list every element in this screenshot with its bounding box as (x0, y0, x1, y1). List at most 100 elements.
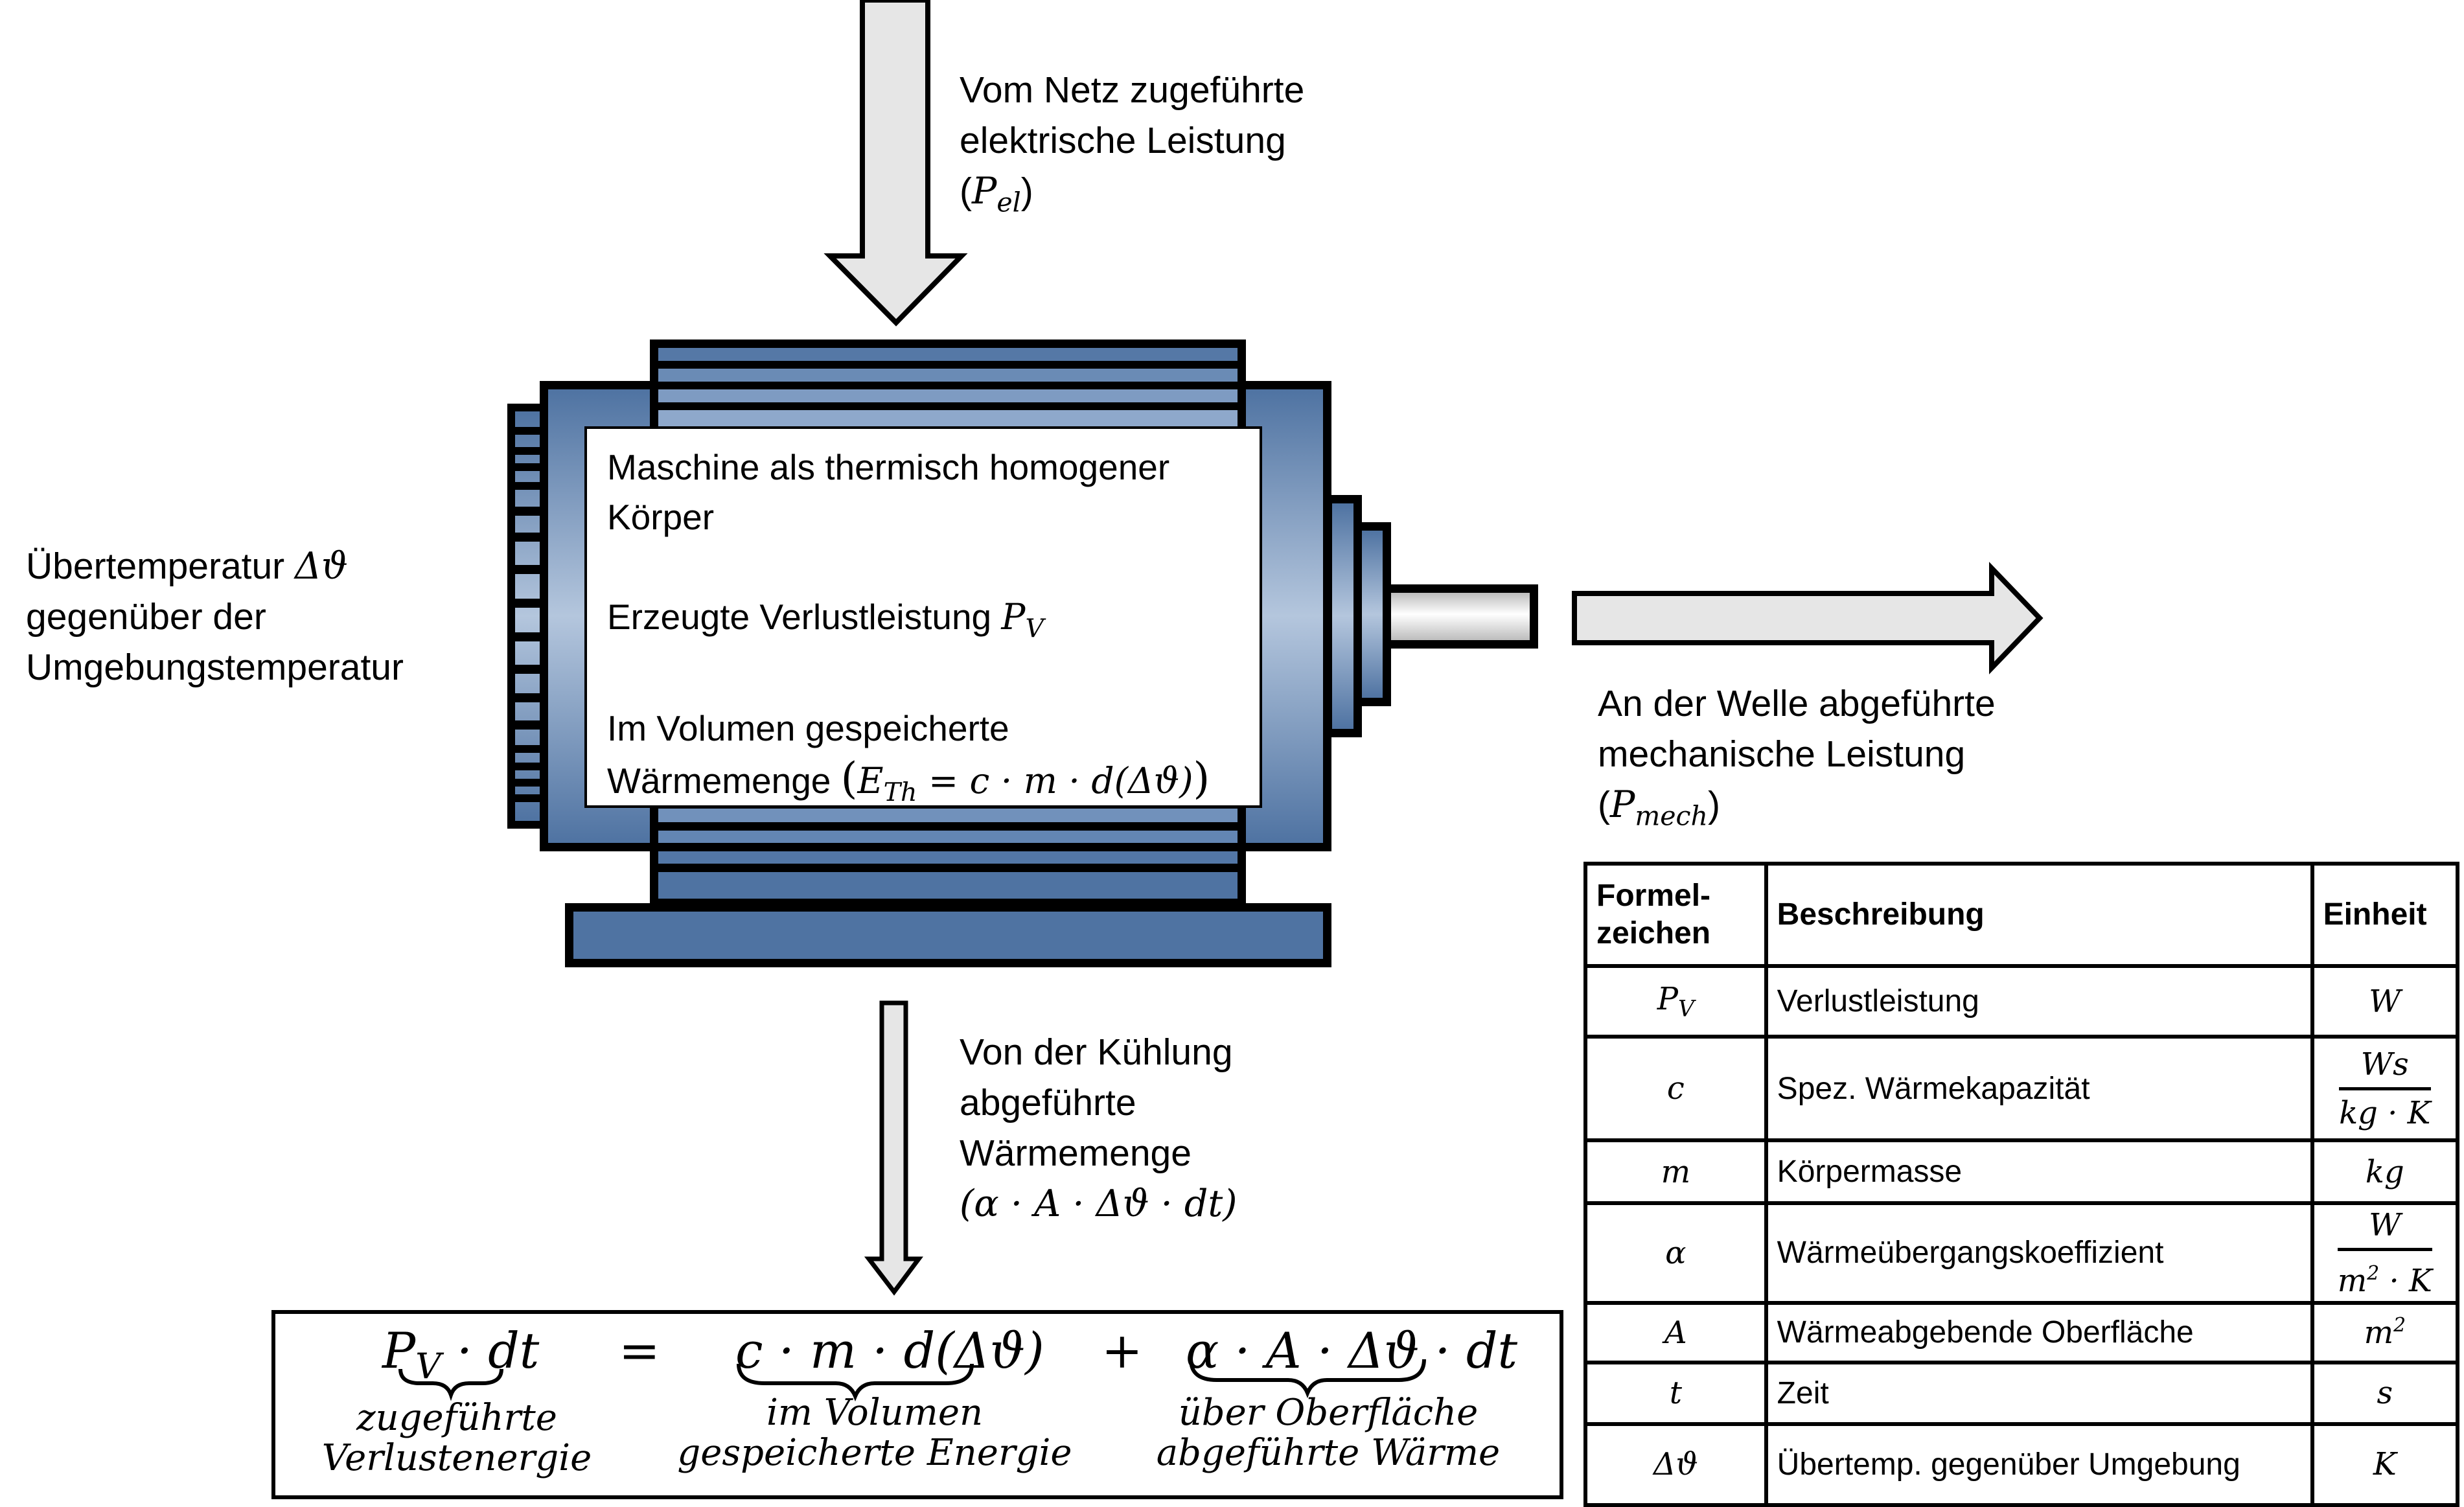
cooling-label: Von der Kühlung abgeführte Wärmemenge (α… (960, 1027, 1238, 1229)
pv-symbol: P (1001, 596, 1026, 638)
mech-line2: mechanische Leistung (1598, 733, 1966, 775)
overtemp-line3: Umgebungstemperatur (26, 647, 404, 688)
input-power-line2: elektrische Leistung (960, 120, 1286, 161)
eq-lhs-rest: · dt (441, 1322, 540, 1379)
cell-description: Wärmeabgebende Oberfläche (1764, 1300, 2314, 1364)
unit-denominator: kg · K (2339, 1094, 2431, 1131)
eq-surface-term: α · A · Δϑ · dt (1186, 1322, 1518, 1379)
motor-base (565, 903, 1331, 967)
cooling-formula: (α · A · Δϑ · dt) (960, 1182, 1238, 1225)
energy-sub: Th (883, 777, 917, 807)
cell-symbol: t (1583, 1360, 1768, 1426)
caption-line: abgeführte Wärme (1156, 1432, 1501, 1474)
mechanical-power-arrow (1572, 562, 2044, 674)
eq-equals: = (619, 1322, 660, 1379)
unit-fraction: Ws kg · K (2339, 1044, 2431, 1133)
input-power-line1: Vom Netz zugeführte (960, 69, 1305, 111)
header-symbol-line1: Formel- (1596, 879, 1711, 913)
table-row: m Körpermasse kg (1583, 1138, 2460, 1205)
unit-numerator: Ws (2339, 1044, 2431, 1090)
table-header-row: Formel-zeichen Beschreibung Einheit (1583, 862, 2460, 968)
delta-theta-symbol: Δϑ (295, 545, 348, 588)
mech-line1: An der Welle abgeführte (1598, 683, 1996, 724)
cell-description: Körpermasse (1764, 1138, 2314, 1205)
cell-symbol: c (1583, 1035, 1768, 1142)
symbol-sub: mech (1635, 800, 1708, 832)
loss-power-text: Erzeugte Verlustleistung (607, 597, 1002, 637)
unit-exponent: 2 (2367, 1262, 2380, 1285)
caption-line: über Oberfläche (1178, 1392, 1479, 1434)
energy-symbol: E (857, 759, 884, 801)
unit-exponent: 2 (2393, 1314, 2406, 1337)
motor-end-fins (507, 404, 544, 829)
cooling-line3: Wärmemenge (960, 1133, 1192, 1174)
cell-symbol: PV (1583, 964, 1768, 1039)
unit-denominator: m2 · K (2338, 1251, 2432, 1301)
cell-unit: K (2310, 1421, 2460, 1507)
eq-lhs: PV · dt (382, 1322, 539, 1386)
overtemperature-label: Übertemperatur Δϑ gegenüber der Umgebung… (26, 541, 404, 693)
paren-close: ) (1020, 170, 1033, 212)
cell-description: Zeit (1764, 1360, 2314, 1426)
motor-flange (1324, 495, 1391, 737)
table-row: PV Verlustleistung W (1583, 964, 2460, 1039)
cell-symbol: m (1583, 1138, 1768, 1205)
cell-unit: m2 (2310, 1300, 2460, 1364)
unit-numerator: W (2337, 1205, 2432, 1251)
cell-description: Wärmeübergangskoeffizient (1764, 1201, 2314, 1305)
cell-description: Verlustleistung (1764, 964, 2314, 1039)
motor-top-fins (650, 339, 1246, 430)
paren-close: ) (1707, 784, 1720, 825)
caption-line: Verlustenergie (321, 1437, 592, 1479)
unit-base: m (2364, 1315, 2394, 1352)
motor-shaft (1383, 584, 1538, 649)
input-power-symbol: (Pel) (960, 166, 1304, 227)
cell-unit: Ws kg · K (2310, 1035, 2460, 1142)
box-line3: Erzeugte Verlustleistung PV (607, 592, 1210, 654)
caption-line: im Volumen (766, 1392, 984, 1434)
mechanical-power-label: An der Welle abgeführte mechanische Leis… (1598, 678, 1996, 841)
motor-bottom-fins (650, 807, 1246, 907)
cell-description: Übertemp. gegenüber Umgebung (1764, 1421, 2314, 1507)
cooling-heat-arrow (864, 1000, 923, 1296)
overtemp-text: Übertemperatur (26, 546, 295, 587)
table-row: Δϑ Übertemp. gegenüber Umgebung K (1583, 1421, 2460, 1507)
box-line1: Maschine als thermisch homogener (607, 447, 1170, 487)
paren-close: ) (1193, 753, 1210, 803)
caption-line: gespeicherte Energie (677, 1432, 1072, 1474)
paren-open: ( (840, 753, 858, 803)
symbol: P (1657, 980, 1678, 1017)
box-line2: Körper (607, 497, 715, 537)
cell-unit: W (2310, 964, 2460, 1039)
pv-sub: V (1025, 613, 1044, 643)
overtemp-line1: Übertemperatur Δϑ (26, 541, 404, 592)
table-row: t Zeit s (1583, 1360, 2460, 1426)
brace-lhs (398, 1368, 503, 1401)
input-power-arrow (823, 0, 968, 327)
table-row: A Wärmeabgebende Oberfläche m2 (1583, 1300, 2460, 1364)
eq-lhs-symbol: P (382, 1322, 416, 1379)
caption-line: zugeführte (356, 1397, 557, 1439)
cell-unit: kg (2310, 1138, 2460, 1205)
overtemp-line2: gegenüber der (26, 596, 266, 638)
brace-storage (737, 1363, 974, 1402)
brace-surface (1189, 1359, 1426, 1399)
box-line5: Wärmemenge (ETh = c · m · d(Δϑ)) (607, 754, 1210, 818)
eq-caption-stored: im Volumen gespeicherte Energie (667, 1393, 1082, 1473)
table-row: c Spez. Wärmekapazität Ws kg · K (1583, 1035, 2460, 1142)
cell-symbol: α (1583, 1201, 1768, 1305)
eq-storage-term: c · m · d(Δϑ) (735, 1322, 1044, 1379)
symbol-table: Formel-zeichen Beschreibung Einheit PV V… (1583, 862, 2460, 1507)
symbol-p: P (1609, 783, 1635, 826)
cooling-line2: abgeführte (960, 1082, 1136, 1123)
cell-symbol: Δϑ (1583, 1421, 1768, 1507)
cell-description: Spez. Wärmekapazität (1764, 1035, 2314, 1142)
input-power-label: Vom Netz zugeführte elektrische Leistung… (960, 65, 1304, 227)
machine-description-text: Maschine als thermisch homogener Körper … (607, 443, 1210, 818)
eq-caption-dissipated: über Oberfläche abgeführte Wärme (1140, 1393, 1516, 1473)
cooling-line1: Von der Kühlung (960, 1031, 1233, 1073)
cell-unit: s (2310, 1360, 2460, 1426)
box-line4: Im Volumen gespeicherte (607, 707, 1009, 748)
